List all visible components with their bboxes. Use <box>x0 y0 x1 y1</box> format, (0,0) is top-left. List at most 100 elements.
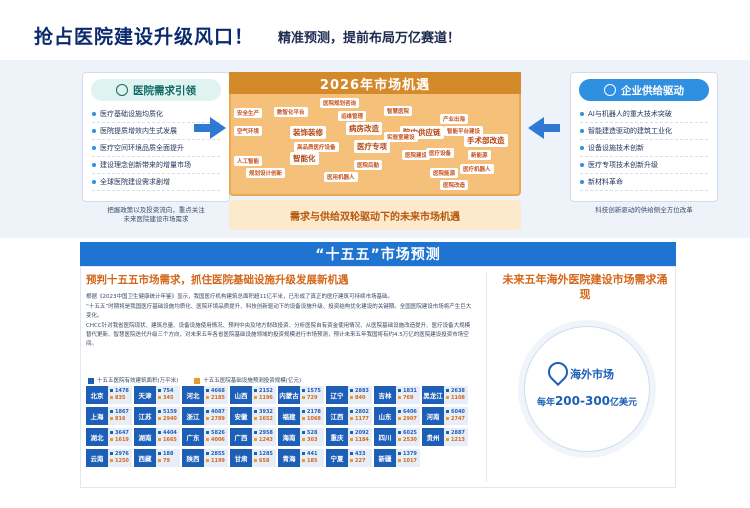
province-name: 新疆 <box>374 449 396 467</box>
demand-card: 医院需求引领 医疗基础设施均质化医院提质增效内生式发展医疗空间环境品质全面提升建… <box>82 72 230 202</box>
market-tag: 实验室建设 <box>384 132 418 142</box>
demand-item: 全球医院建设需求剧增 <box>92 174 220 191</box>
province-name: 江苏 <box>134 407 156 425</box>
province-invest: 1250 <box>110 458 132 465</box>
market-tag: 人工智能 <box>234 156 263 166</box>
province-name: 宁夏 <box>326 449 348 467</box>
province-area: 3932 <box>254 409 276 416</box>
province-area: 5159 <box>158 409 180 416</box>
province-name: 上海 <box>86 407 108 425</box>
market-tag: 规划设计创新 <box>246 168 286 178</box>
province-name: 重庆 <box>326 428 348 446</box>
arrow-left-icon <box>528 117 544 139</box>
province-area: 6406 <box>398 409 420 416</box>
demand-list: 医疗基础设施均质化医院提质增效内生式发展医疗空间环境品质全面提升建设理念创新带来… <box>83 106 229 191</box>
province-area: 2152 <box>254 388 276 395</box>
market-tag: 病房改造 <box>346 122 382 135</box>
demand-item: 医疗空间环境品质全面提升 <box>92 140 220 157</box>
province-area: 1575 <box>302 388 324 395</box>
province-invest: 1199 <box>206 458 228 465</box>
province-name: 辽宁 <box>326 386 348 404</box>
province-area: 4668 <box>206 388 228 395</box>
province-name: 天津 <box>134 386 156 404</box>
legend-invest: 十五五医院基础设施预测投资规模(亿元) <box>194 376 301 384</box>
market-tag: 智慧医院 <box>384 106 413 116</box>
forecast-left: 预判十五五市场需求，抓住医院基础设施升级发展新机遇 根据《2023中国卫生健康统… <box>86 272 472 350</box>
supply-list: AI与机器人的重大技术突破智能建造驱动的建筑工业化设备设施技术创新医疗专项技术创… <box>571 106 717 191</box>
province-invest: 1184 <box>350 437 372 444</box>
province-area: 528 <box>302 430 324 437</box>
supply-note: 科技创新驱动的供给侧全方位改革 <box>595 206 693 214</box>
province-invest: 2940 <box>158 416 180 423</box>
province-invest: 79 <box>158 458 180 465</box>
province-invest: 840 <box>350 395 372 402</box>
province-area: 6040 <box>446 409 468 416</box>
market-tag: 智能化 <box>290 152 319 165</box>
overseas-title: 未来五年海外医院建设市场需求涌现 <box>502 273 668 301</box>
province-invest: 1068 <box>302 416 324 423</box>
province-area: 1831 <box>398 388 420 395</box>
province-area: 2178 <box>302 409 324 416</box>
market-tag: 医院规划咨询 <box>320 98 360 108</box>
province-invest: 1243 <box>254 437 276 444</box>
supply-item: AI与机器人的重大技术突破 <box>580 106 708 123</box>
overseas-range: 每年200-300亿美元 <box>536 394 638 408</box>
province-invest: 4006 <box>206 437 228 444</box>
province-area: 4087 <box>206 409 228 416</box>
market-tag: 装饰装修 <box>290 126 326 139</box>
province-area: 1867 <box>110 409 132 416</box>
province-invest: 1619 <box>110 437 132 444</box>
paragraph: CHCC针对我省医院现状、建筑总量、设备设施使用情况、预判中央及地方财政投资、分… <box>86 323 471 347</box>
province-area: 2976 <box>110 451 132 458</box>
market-tag: 高品质医疗设备 <box>294 142 339 152</box>
province-name: 山东 <box>374 407 396 425</box>
demand-header: 医院需求引领 <box>91 79 221 101</box>
forecast-section-title: 预判十五五市场需求，抓住医院基础设施升级发展新机遇 <box>86 274 349 286</box>
province-area: 6025 <box>398 430 420 437</box>
arrow-bar-right <box>542 124 560 132</box>
province-invest: 835 <box>110 395 132 402</box>
province-name: 江西 <box>326 407 348 425</box>
province-invest: 1017 <box>398 458 420 465</box>
province-area: 3647 <box>110 430 132 437</box>
province-area: 2855 <box>206 451 228 458</box>
province-invest: 2530 <box>398 437 420 444</box>
province-area: 188 <box>158 451 180 458</box>
market-footer: 需求与供给双轮驱动下的未来市场机遇 <box>229 200 521 230</box>
province-invest: 1196 <box>254 395 276 402</box>
market-tag: 医疗机器人 <box>460 164 494 174</box>
market-tag: 空气环境 <box>234 126 263 136</box>
